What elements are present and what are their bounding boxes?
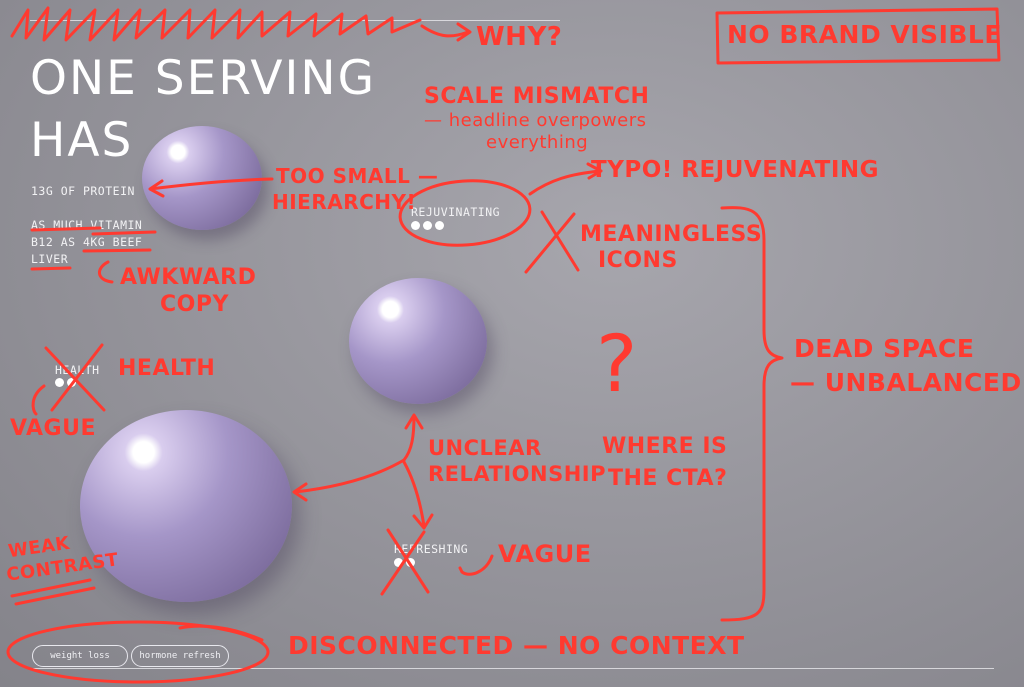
label-health: HEALTH bbox=[55, 363, 100, 377]
weak-underline bbox=[10, 578, 96, 606]
protein-stat: 13G OF PROTEIN bbox=[31, 184, 135, 198]
droplet-medium bbox=[349, 278, 487, 404]
note-meaningless-1: MEANINGLESS bbox=[580, 222, 763, 247]
dead-space-bracket bbox=[720, 206, 784, 622]
droplet-large bbox=[80, 410, 292, 602]
note-question: ? bbox=[596, 320, 638, 410]
note-unclear-1: UNCLEAR bbox=[428, 436, 542, 460]
meaningless-x bbox=[524, 210, 580, 274]
note-disconnected: DISCONNECTED — NO CONTEXT bbox=[288, 631, 745, 660]
vitamin-line-2: B12 AS 4KG BEEF bbox=[31, 235, 143, 249]
note-no-brand: NO BRAND VISIBLE bbox=[727, 20, 1002, 49]
note-vague-1: VAGUE bbox=[10, 416, 97, 441]
tag-hormone-refresh[interactable]: hormone refresh bbox=[131, 645, 229, 667]
droplet-small bbox=[142, 126, 262, 230]
tag-weight-loss[interactable]: weight loss bbox=[32, 645, 128, 667]
note-dead-space-1: DEAD SPACE bbox=[794, 334, 975, 363]
note-dead-space-2: — UNBALANCED bbox=[790, 368, 1022, 397]
bottom-rule bbox=[30, 668, 994, 669]
note-too-small-1: TOO SMALL — bbox=[276, 164, 439, 188]
vague-arrow bbox=[458, 554, 494, 576]
vitamin-line-1: AS MUCH VITAMIN bbox=[31, 218, 143, 232]
vague-hook bbox=[31, 384, 46, 416]
note-unclear-2: RELATIONSHIP bbox=[428, 462, 606, 486]
dot-icon bbox=[435, 221, 444, 230]
note-scale-sub1: — headline overpowers bbox=[424, 110, 647, 131]
disconnected-arrow bbox=[178, 624, 264, 642]
note-cta-2: THE CTA? bbox=[608, 466, 728, 491]
top-rule bbox=[30, 20, 560, 21]
headline: ONE SERVING HAS bbox=[30, 48, 450, 172]
dots-rejuvinating bbox=[411, 221, 444, 230]
note-vague-2: VAGUE bbox=[498, 540, 592, 568]
scribble-top bbox=[10, 6, 422, 42]
note-too-small-2: HIERARCHY! bbox=[272, 190, 417, 214]
dot-icon bbox=[67, 378, 76, 387]
note-awkward-2: COPY bbox=[160, 292, 229, 317]
dot-icon bbox=[394, 558, 403, 567]
dot-icon bbox=[55, 378, 64, 387]
label-rejuvinating: REJUVINATING bbox=[411, 205, 501, 219]
headline-line-2: HAS bbox=[30, 113, 134, 168]
dot-icon bbox=[406, 558, 415, 567]
note-health: HEALTH bbox=[118, 356, 216, 381]
unclear-arrow-up bbox=[402, 413, 424, 462]
note-scale-title: SCALE MISMATCH bbox=[424, 84, 650, 109]
dot-icon bbox=[423, 221, 432, 230]
label-refreshing: REFRESHING bbox=[394, 542, 469, 556]
dots-refreshing bbox=[394, 558, 415, 567]
dots-health bbox=[55, 378, 76, 387]
note-scale-sub2: everything bbox=[486, 132, 589, 153]
dot-icon bbox=[411, 221, 420, 230]
note-typo: TYPO! REJUVENATING bbox=[591, 157, 880, 183]
note-awkward-1: AWKWARD bbox=[120, 265, 257, 290]
note-why: WHY? bbox=[476, 22, 563, 52]
vitamin-stat: AS MUCH VITAMIN B12 AS 4KG BEEF LIVER bbox=[31, 217, 142, 268]
headline-line-1: ONE SERVING bbox=[30, 51, 376, 106]
why-arrow bbox=[420, 22, 472, 42]
note-cta-1: WHERE IS bbox=[602, 434, 728, 459]
note-meaningless-2: ICONS bbox=[598, 248, 678, 273]
unclear-arrow-left bbox=[292, 458, 406, 502]
